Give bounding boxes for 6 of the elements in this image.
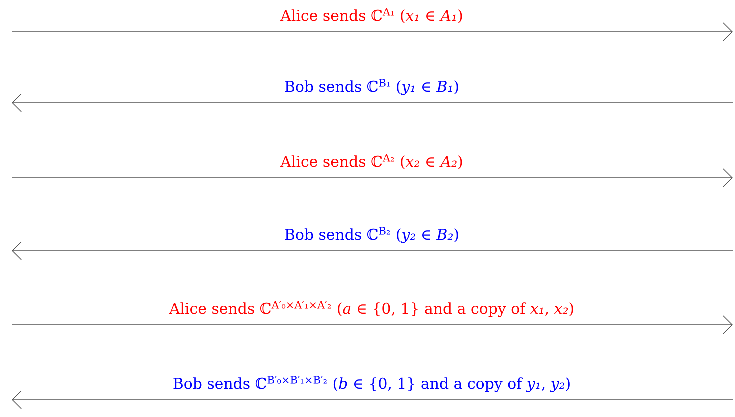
message-label: Alice sends ℂ$^{A′₀×A′₁×A′₂}$ (a ∈ {0, 1} and a copy of x₁, x₂) <box>169 301 574 318</box>
message-label: Bob sends ℂ$^{B′₀×B′₁×B′₂}$ (b ∈ {0, 1} and a copy of y₁, y₂) <box>174 376 570 392</box>
message-label: Bob sends ℂ$^{B₂}$ (y₂ ∈ B₂) <box>285 227 458 244</box>
message-label: Bob sends ℂ$^{B₁}$ (y₁ ∈ B₁) <box>285 79 458 96</box>
message-label: Alice sends ℂ$^{A₁}$ (x₁ ∈ A₁) <box>280 8 462 24</box>
message-label: Alice sends ℂ$^{A₂}$ (x₂ ∈ A₂) <box>280 154 462 170</box>
